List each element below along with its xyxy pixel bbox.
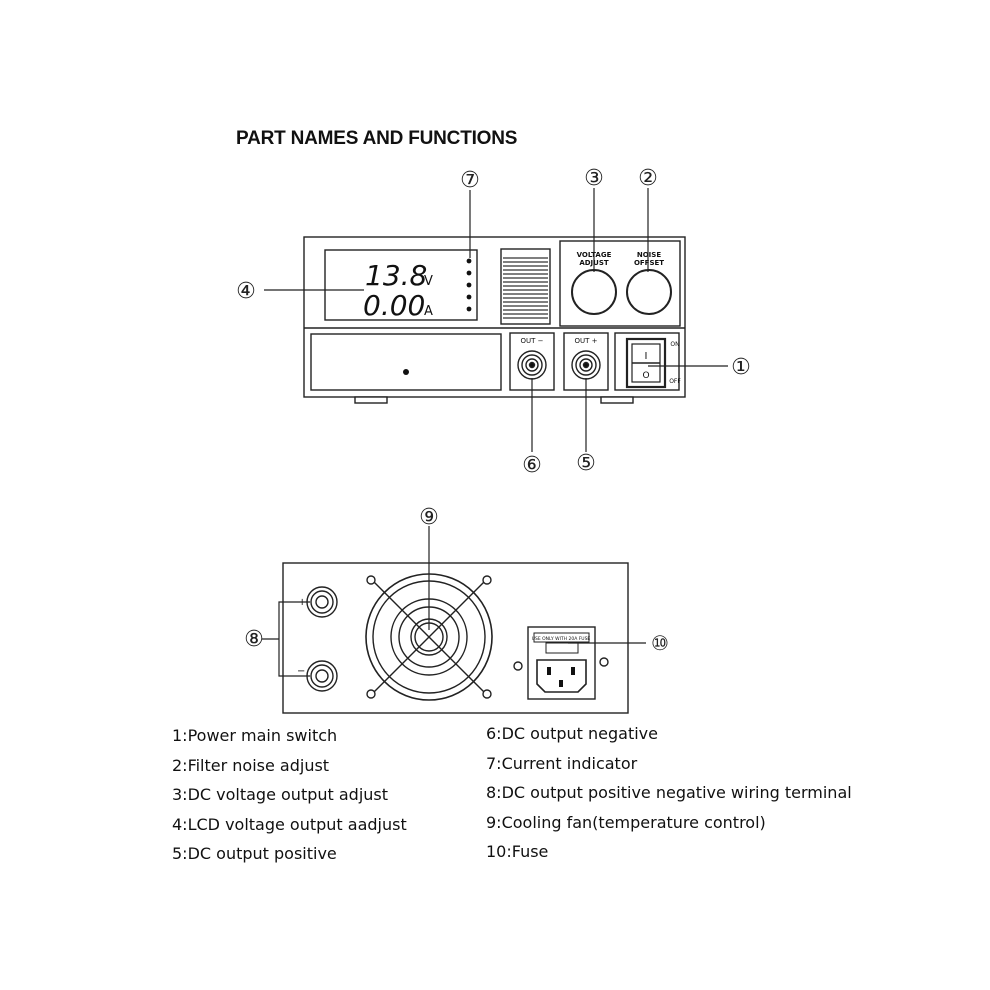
- legend-item-8: 8:DC output positive negative wiring ter…: [486, 783, 852, 802]
- out-negative-terminal[interactable]: [517, 350, 547, 380]
- iec-socket: [536, 659, 587, 693]
- fan-screws: [366, 575, 492, 699]
- voltage-adjust-knob[interactable]: [571, 269, 617, 315]
- front-foot-left: [354, 396, 388, 404]
- legend-item-2: 2:Filter noise adjust: [172, 755, 330, 775]
- legend-item-5: 5:DC output positive: [172, 844, 337, 863]
- current-indicator-leds: [466, 258, 472, 312]
- cooling-fan: [365, 573, 493, 701]
- callout-5: ⑤: [576, 451, 596, 476]
- fuse-holder[interactable]: [533, 632, 590, 643]
- lcd-voltage-value: 13.8: [365, 259, 427, 292]
- callout-3: ③: [584, 166, 604, 191]
- noise-offset-label-2: OFFSET: [634, 259, 664, 267]
- front-callout-leaders: [264, 188, 728, 452]
- rear-positive-post[interactable]: [306, 586, 338, 618]
- legend-item-9: 9:Cooling fan(temperature control): [486, 812, 766, 832]
- callout-7: ⑦: [460, 168, 480, 193]
- lcd-display: [324, 249, 478, 321]
- front-foot-right: [600, 396, 634, 404]
- switch-o-glyph: O: [642, 371, 649, 381]
- fuse-label: USE ONLY WITH 20A FUSE: [532, 636, 591, 642]
- out-positive-label: OUT +: [575, 337, 598, 345]
- callout-1: ①: [731, 355, 751, 380]
- callout-2: ②: [638, 166, 658, 191]
- callout-9: ⑨: [419, 505, 439, 530]
- front-panel: 13.8 V 0.00 A: [303, 236, 686, 404]
- lcd-current-value: 0.00: [363, 289, 425, 322]
- out-positive-terminal[interactable]: [571, 350, 601, 380]
- callout-4: ④: [236, 279, 256, 304]
- rear-panel: + − USE ONLY WITH 20A FUSE: [282, 562, 629, 714]
- switch-i-glyph: I: [645, 351, 648, 362]
- front-blank-panel: [310, 333, 502, 391]
- power-switch[interactable]: [625, 337, 667, 389]
- lcd-current-unit: A: [424, 304, 433, 319]
- switch-on-label: ON: [670, 341, 679, 348]
- legend-item-1: 1:Power main switch: [172, 726, 338, 745]
- legend-right: 6:DC output negative 7:Current indicator…: [486, 719, 852, 867]
- legend-item-10: 10:Fuse: [486, 842, 549, 861]
- legend-item-3: 3:DC voltage output adjust: [172, 785, 389, 804]
- legend-left: 1:Power main switch 2:Filter noise adjus…: [172, 721, 407, 869]
- noise-offset-knob[interactable]: [626, 269, 672, 315]
- front-indicator-dot: [403, 369, 409, 375]
- page-title: PART NAMES AND FUNCTIONS: [236, 128, 518, 149]
- callout-6: ⑥: [522, 453, 542, 478]
- rear-callout-leaders: [262, 526, 646, 677]
- rear-minus-label: −: [297, 666, 305, 677]
- rear-negative-post[interactable]: [306, 660, 338, 692]
- callout-8: ⑧: [244, 627, 264, 652]
- noise-offset-label-1: NOISE: [637, 251, 661, 259]
- legend-item-4: 4:LCD voltage output aadjust: [172, 814, 407, 834]
- out-negative-label: OUT −: [521, 337, 544, 345]
- switch-off-label: OFF: [669, 378, 681, 385]
- front-grille: [500, 248, 551, 325]
- lcd-voltage-unit: V: [424, 274, 433, 289]
- legend-item-7: 7:Current indicator: [486, 753, 638, 773]
- legend-item-6: 6:DC output negative: [486, 724, 658, 743]
- callout-10: ⑩: [651, 631, 669, 655]
